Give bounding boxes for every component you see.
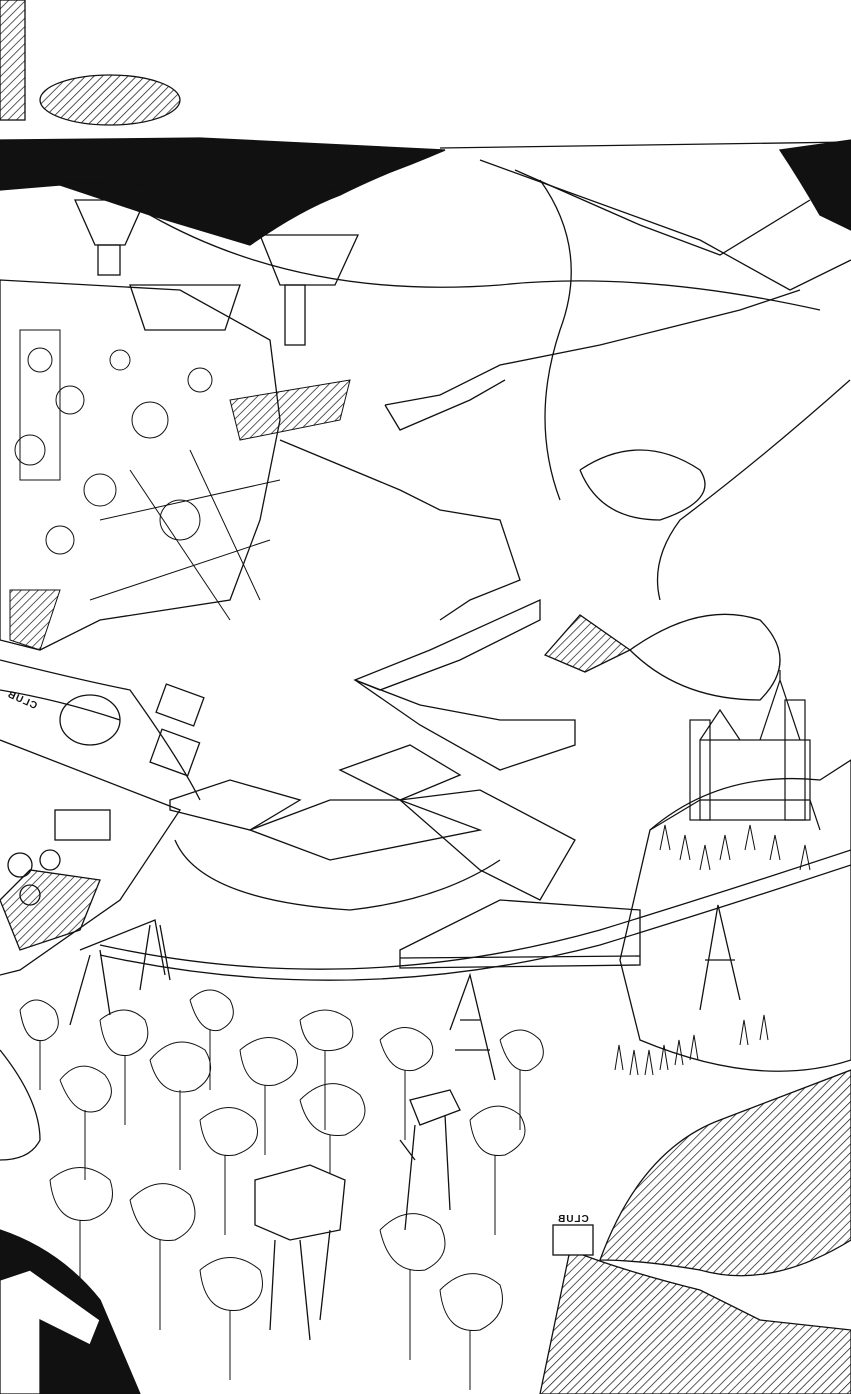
dark-sea-right (778, 139, 851, 231)
city-cluster-outline (0, 279, 281, 651)
conifer-trees (614, 824, 811, 1076)
funnel-tower-top (73, 199, 147, 246)
tree (439, 1273, 503, 1390)
road (0, 739, 181, 976)
ground-contour (149, 214, 821, 311)
tree (189, 989, 234, 1090)
hatched-cliff (599, 1069, 851, 1277)
castle-hill (619, 759, 851, 1072)
dark-sea (0, 137, 446, 246)
megastructure-block (248, 799, 483, 861)
ground-contour (174, 839, 501, 911)
conifer-row (614, 1014, 769, 1076)
megastructure-block (354, 679, 576, 771)
tree (19, 999, 59, 1090)
promenade-wall (479, 159, 851, 291)
megastructure-block (338, 744, 462, 801)
drum-object (39, 849, 61, 871)
tree (59, 1065, 112, 1180)
castle-tower (689, 719, 711, 821)
promenade-wall (514, 169, 811, 256)
pod-structure (55, 385, 85, 415)
tree (199, 1257, 263, 1380)
megastructure (384, 289, 801, 431)
road (0, 1049, 41, 1161)
pod-structure (131, 401, 169, 439)
megastructure-walkway (279, 439, 521, 621)
road (0, 689, 121, 721)
club-building (552, 1224, 594, 1256)
pyramid (543, 614, 632, 673)
pod-structure (83, 473, 117, 507)
road (0, 659, 201, 801)
hatched-cliff-lower (539, 1249, 851, 1394)
billboard (155, 683, 205, 727)
tree (129, 1183, 196, 1330)
megastructure-block (169, 779, 302, 831)
castle-roofs (699, 670, 801, 741)
funnel-tower-shaft (97, 244, 121, 276)
castle (649, 670, 821, 831)
drum-object (7, 852, 33, 878)
tree (379, 1213, 446, 1360)
cylindrical-tower (19, 329, 61, 481)
city-cluster (0, 0, 351, 651)
pylon-3 (699, 904, 741, 1011)
ground-contour (629, 613, 781, 701)
tree (239, 1037, 298, 1155)
club-sign-right: CLUB (557, 1214, 589, 1225)
pod-structure (187, 367, 213, 393)
megastructure-block (353, 598, 541, 691)
pod-structure (109, 349, 131, 371)
ground-contour (539, 179, 572, 501)
cable-line (99, 849, 851, 970)
cable-line (99, 864, 851, 981)
megastructure-facade-line (399, 955, 641, 959)
truss-bridge (229, 379, 351, 441)
pod-structure (14, 434, 46, 466)
forest (19, 989, 544, 1390)
funnel-tower-top (259, 234, 360, 286)
tree (149, 1041, 212, 1170)
megastructure-block (399, 899, 641, 969)
tree (99, 1009, 149, 1125)
lattice-tower (9, 589, 61, 651)
pylon (69, 919, 171, 1026)
tree (469, 1105, 526, 1235)
castle-base (649, 799, 821, 831)
pod-structure (159, 499, 201, 541)
arch-frame (54, 809, 111, 841)
treehouse (254, 1164, 346, 1341)
conifer-row (659, 824, 811, 871)
tree (299, 1009, 354, 1130)
treehouse-2 (399, 1089, 461, 1231)
pylon-2 (449, 972, 496, 1081)
promenade-wall (0, 149, 446, 206)
tree (499, 1029, 544, 1130)
castle-main-building (699, 739, 811, 821)
pod-structure (45, 525, 75, 555)
funnel-tower-shaft (284, 284, 306, 346)
stadium-building (129, 284, 241, 331)
ground-contour (656, 379, 851, 601)
castle-tower (784, 699, 806, 821)
pod-cluster (39, 74, 181, 126)
pod-structure (27, 347, 53, 373)
hatched-block (0, 869, 101, 951)
horizon-line (439, 141, 851, 149)
drum-object (19, 884, 41, 906)
ground-contour (579, 449, 706, 521)
space-frame (89, 449, 281, 621)
megastructure-block (398, 789, 576, 901)
shore-building (0, 1269, 101, 1394)
tower-block (0, 0, 26, 121)
billboard (149, 728, 201, 777)
road-loop (59, 694, 121, 746)
tree (199, 1107, 258, 1235)
tree (379, 1027, 434, 1140)
